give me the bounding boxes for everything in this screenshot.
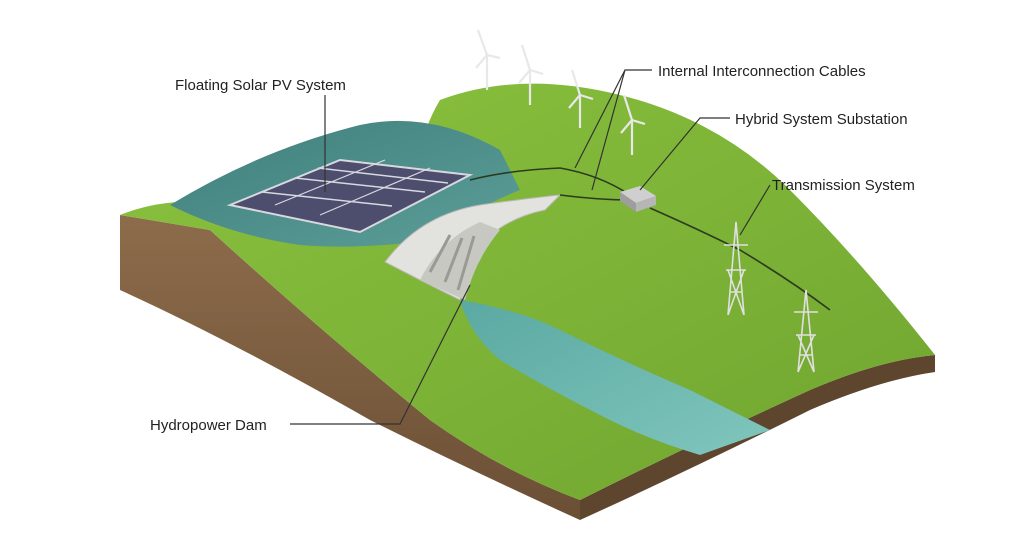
leader-transmission xyxy=(739,184,771,236)
label-floating-solar: Floating Solar PV System xyxy=(175,77,346,94)
leader-substation xyxy=(639,117,730,191)
label-internal-cables: Internal Interconnection Cables xyxy=(658,63,866,80)
river xyxy=(460,300,770,455)
soil-left-face xyxy=(120,215,580,520)
substation-building xyxy=(620,186,656,212)
label-transmission: Transmission System xyxy=(772,177,915,194)
leader-internal-cables xyxy=(574,69,652,191)
hydropower-dam-structure xyxy=(384,194,562,301)
label-substation: Hybrid System Substation xyxy=(735,111,908,128)
label-hydropower-dam: Hydropower Dam xyxy=(150,417,267,434)
soil-front-face xyxy=(580,355,935,520)
wind-turbines xyxy=(475,29,646,155)
grass-surface xyxy=(120,83,935,501)
transmission-towers xyxy=(724,221,818,373)
floating-solar-array xyxy=(226,158,474,234)
leader-hydropower-dam xyxy=(290,284,471,425)
